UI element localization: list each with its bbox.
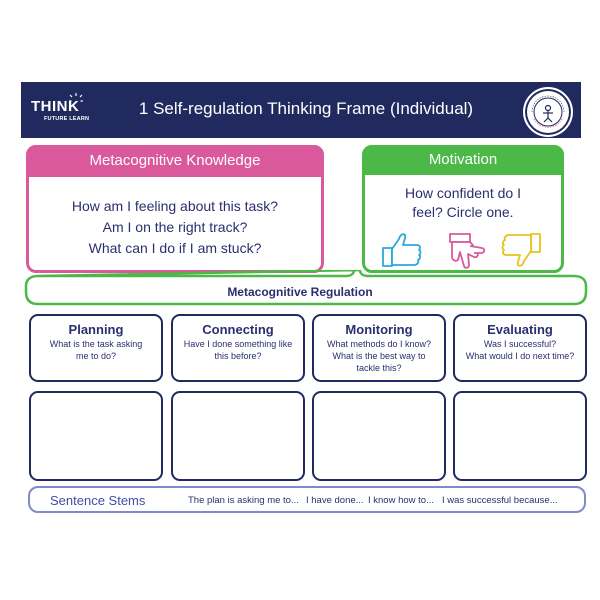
metacognitive-regulation-heading: Metacognitive Regulation <box>227 285 373 299</box>
monitoring-card: Monitoring What methods do I know? What … <box>312 314 446 382</box>
motivation-heading: Motivation <box>362 145 564 175</box>
metacognitive-knowledge-heading: Metacognitive Knowledge <box>26 145 324 177</box>
sentence-stem: I have done... <box>306 495 364 506</box>
thumbs-down-icon[interactable] <box>497 230 545 270</box>
monitoring-question: What methods do I know? <box>326 339 432 349</box>
header-bar: THINK FUTURE LEARN 1 Self-regulation Thi… <box>21 82 581 138</box>
motivation-line: How confident do I <box>405 185 521 201</box>
connecting-answer-box[interactable] <box>171 391 305 481</box>
thumbs-sideways-icon[interactable] <box>440 230 488 270</box>
motivation-panel: Motivation How confident do I feel? Circ… <box>362 145 564 273</box>
thumbs-up-icon[interactable] <box>379 230 427 270</box>
motivation-line: feel? Circle one. <box>412 204 514 220</box>
planning-title: Planning <box>68 322 124 337</box>
monitoring-title: Monitoring <box>345 322 413 337</box>
motivation-prompt: How confident do I feel? Circle one. <box>365 184 561 222</box>
evaluating-question: What would I do next time? <box>465 351 575 361</box>
sentence-stems-bar: Sentence Stems The plan is asking me to.… <box>28 486 586 513</box>
planning-question: What is the task asking <box>49 339 143 349</box>
connecting-card: Connecting Have I done something like th… <box>171 314 305 382</box>
monitoring-question: tackle this? <box>356 363 402 373</box>
connecting-title: Connecting <box>202 322 274 337</box>
metacognitive-knowledge-panel: Metacognitive Knowledge How am I feeling… <box>26 145 324 273</box>
evaluating-title: Evaluating <box>487 322 553 337</box>
think-future-learn-logo: THINK FUTURE LEARN <box>31 93 91 128</box>
planning-question: me to do? <box>75 351 117 361</box>
regulation-connector <box>24 270 588 306</box>
evaluating-question: Was I successful? <box>483 339 557 349</box>
knowledge-question: How am I feeling about this task? <box>71 198 279 214</box>
planning-answer-box[interactable] <box>29 391 163 481</box>
knowledge-question: Am I on the right track? <box>102 219 248 235</box>
badge-emblem-icon <box>531 95 565 128</box>
sentence-stem: I was successful because... <box>442 495 558 506</box>
connecting-question: this before? <box>214 351 262 361</box>
connecting-question: Have I done something like <box>183 339 293 349</box>
sentence-stems-label: Sentence Stems <box>50 493 146 508</box>
metacognitive-knowledge-questions: How am I feeling about this task? Am I o… <box>29 196 321 259</box>
logo-main-text: THINK <box>31 98 80 115</box>
lightbulb-icon <box>69 93 83 102</box>
sentence-stem: I know how to... <box>368 495 435 506</box>
logo-sub-text: FUTURE LEARN <box>44 116 90 122</box>
pupil-resource-badge <box>523 87 573 137</box>
knowledge-question: What can I do if I am stuck? <box>88 240 262 256</box>
planning-card: Planning What is the task asking me to d… <box>29 314 163 382</box>
monitoring-answer-box[interactable] <box>312 391 446 481</box>
sentence-stem: The plan is asking me to... <box>188 495 299 506</box>
evaluating-answer-box[interactable] <box>453 391 587 481</box>
page-title: 1 Self-regulation Thinking Frame (Indivi… <box>138 99 474 118</box>
evaluating-card: Evaluating Was I successful? What would … <box>453 314 587 382</box>
monitoring-question: What is the best way to <box>332 351 426 361</box>
